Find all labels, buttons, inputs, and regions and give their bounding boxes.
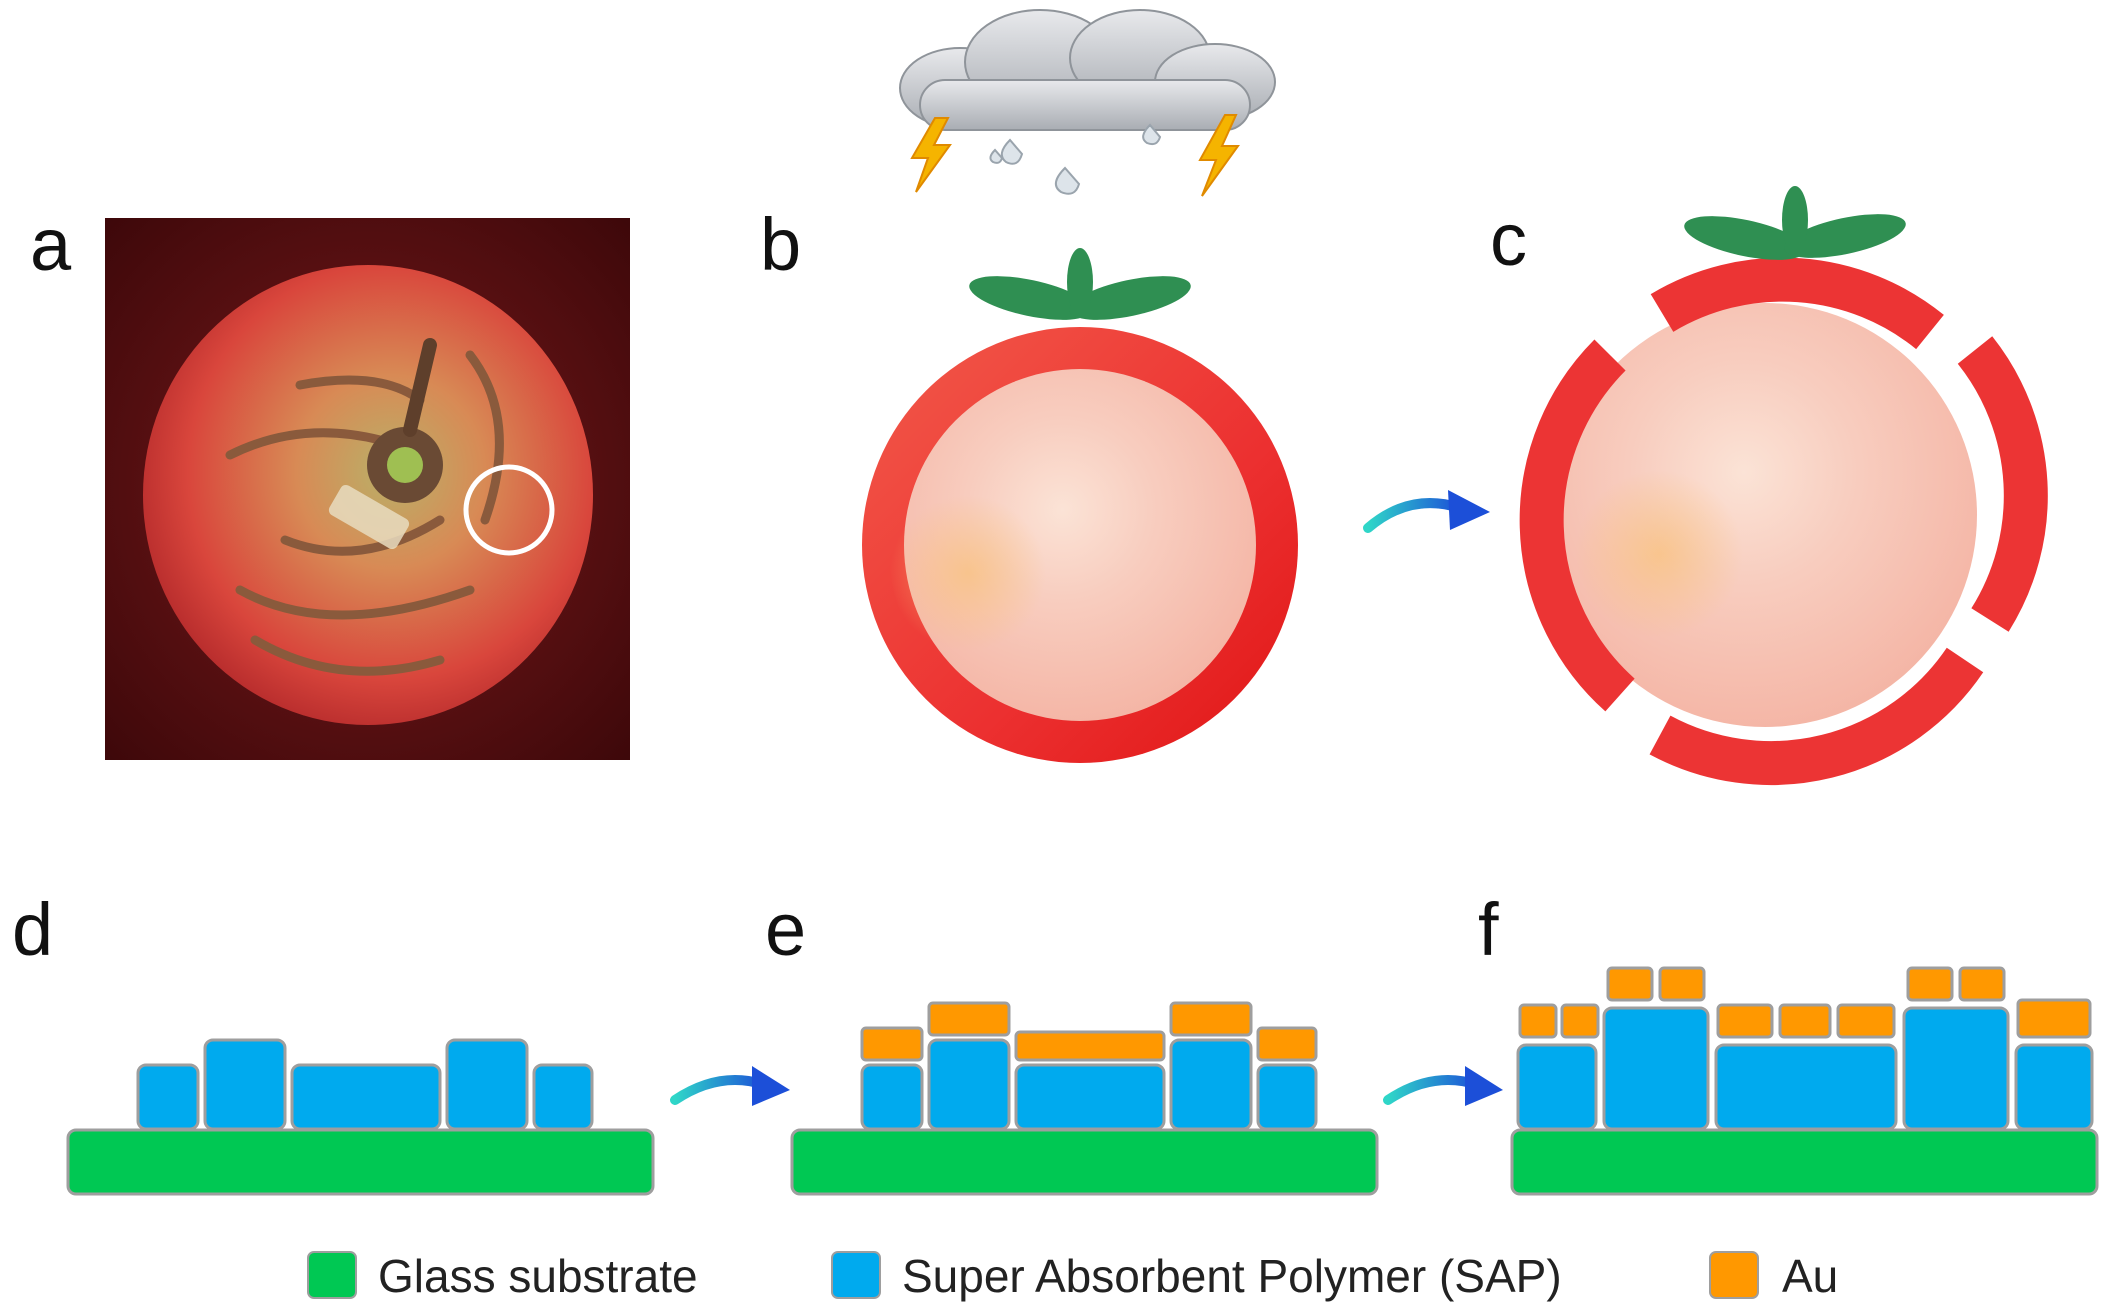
au-block xyxy=(1014,1030,1166,1062)
au-block xyxy=(2016,998,2092,1039)
sap-block xyxy=(1516,1043,1598,1131)
tomato-cracked xyxy=(1519,186,2048,785)
au-layer xyxy=(1518,966,2092,1039)
legend-item-glass: Glass substrate xyxy=(307,1250,698,1302)
photo-tomato xyxy=(143,265,593,725)
au-block xyxy=(1606,966,1654,1002)
leaf-icon xyxy=(969,248,1191,320)
au-block xyxy=(1560,1003,1600,1039)
raindrop-icon xyxy=(989,123,1162,195)
leaf-icon xyxy=(1684,186,1906,260)
au-block xyxy=(1836,1003,1896,1039)
legend-label-sap: Super Absorbent Polymer (SAP) xyxy=(902,1250,1562,1302)
panel-e: e xyxy=(765,888,1379,1196)
sap-block xyxy=(860,1063,924,1131)
au-layer xyxy=(860,1001,1318,1062)
sap-block xyxy=(1014,1063,1166,1131)
storm-cloud-icon xyxy=(899,9,1276,197)
panel-label-e: e xyxy=(765,888,806,971)
highlight-circle xyxy=(463,464,555,556)
photo-tape xyxy=(328,484,410,550)
photo-stem-center xyxy=(387,447,423,483)
au-block xyxy=(1716,1003,1774,1039)
au-block xyxy=(1518,1003,1558,1039)
sap-block xyxy=(290,1063,442,1131)
sap-block xyxy=(1902,1006,2010,1131)
glass-substrate xyxy=(1510,1128,2099,1196)
sap-block xyxy=(1256,1063,1318,1131)
curved-arrow-icon xyxy=(670,1066,790,1106)
sap-block xyxy=(1714,1043,1898,1131)
tomato-intact xyxy=(862,248,1298,763)
legend-item-sap: Super Absorbent Polymer (SAP) xyxy=(831,1250,1562,1302)
sap-block xyxy=(1169,1038,1253,1131)
panel-d: d xyxy=(12,888,655,1196)
sap-block xyxy=(445,1038,529,1131)
au-block xyxy=(927,1001,1011,1037)
sap-layer xyxy=(860,1038,1318,1131)
legend: Glass substrate Super Absorbent Polymer … xyxy=(307,1250,1838,1302)
tomato-skin-fragments xyxy=(1519,257,2048,785)
au-block xyxy=(860,1026,924,1062)
sap-block xyxy=(927,1038,1011,1131)
sap-block xyxy=(2014,1043,2094,1131)
legend-swatch-sap xyxy=(831,1251,881,1299)
tomato-photo xyxy=(105,218,630,760)
au-block xyxy=(1256,1026,1318,1062)
lightning-icon xyxy=(910,114,1240,197)
legend-swatch-au xyxy=(1709,1251,1759,1299)
au-block xyxy=(1169,1001,1253,1037)
glass-substrate xyxy=(790,1128,1379,1196)
glass-substrate xyxy=(66,1128,655,1196)
sap-layer xyxy=(1516,1006,2094,1131)
legend-label-glass: Glass substrate xyxy=(378,1250,698,1302)
panel-label-b: b xyxy=(760,203,801,286)
au-block xyxy=(1778,1003,1832,1039)
curved-arrow-icon xyxy=(1363,490,1490,533)
sap-block xyxy=(532,1063,594,1131)
panel-a: a xyxy=(30,203,630,760)
sap-block xyxy=(1602,1006,1710,1131)
panel-label-a: a xyxy=(30,203,72,286)
sap-block xyxy=(203,1038,287,1131)
legend-item-au: Au xyxy=(1709,1250,1838,1302)
legend-swatch-glass xyxy=(307,1251,357,1299)
panel-label-d: d xyxy=(12,888,53,971)
photo-stem xyxy=(403,338,437,437)
panel-label-f: f xyxy=(1478,888,1499,971)
panel-b: b xyxy=(760,203,1298,763)
panel-label-c: c xyxy=(1490,198,1527,281)
legend-label-au: Au xyxy=(1782,1250,1838,1302)
au-block xyxy=(1906,966,1954,1002)
au-block xyxy=(1958,966,2006,1002)
au-block xyxy=(1658,966,1706,1002)
panel-c: c xyxy=(1490,186,2048,785)
sap-layer xyxy=(136,1038,594,1131)
curved-arrow-icon xyxy=(1383,1066,1503,1106)
sap-block xyxy=(136,1063,200,1131)
panel-f: f xyxy=(1478,888,2099,1196)
photo-cracks xyxy=(225,350,504,676)
